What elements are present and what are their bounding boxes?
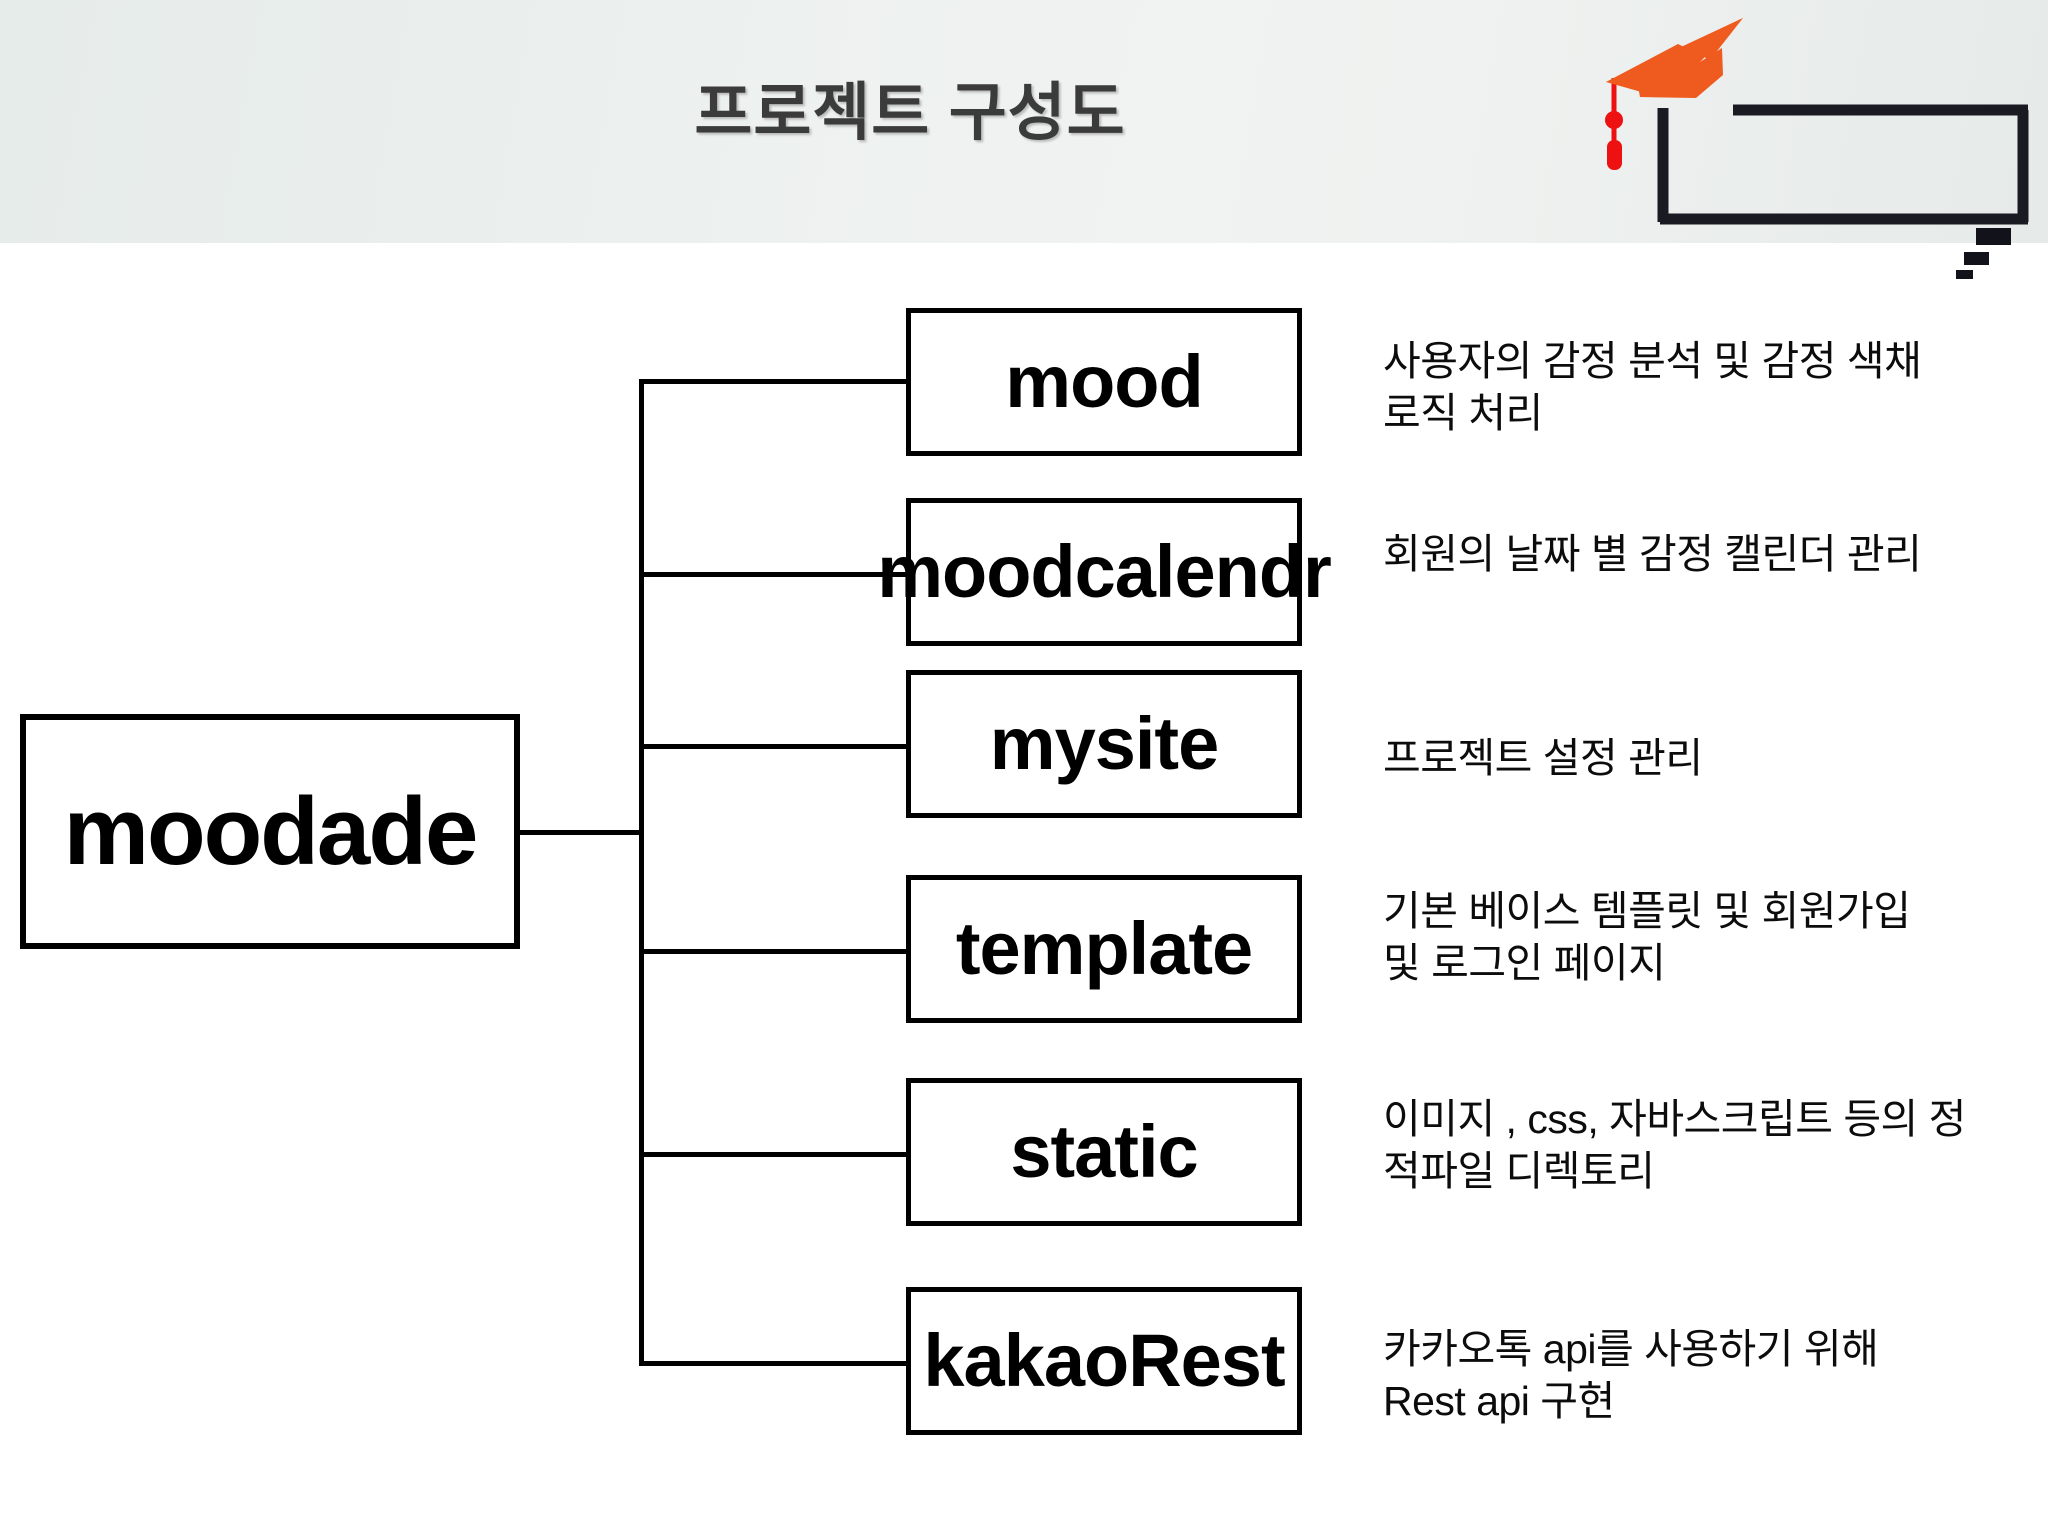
connector-trunk: [639, 381, 644, 1366]
connector-branch-kakaorest: [639, 1361, 909, 1366]
node-moodcalendr[interactable]: moodcalendr: [877, 498, 1332, 646]
graduation-decoration: [1600, 0, 2048, 290]
description-kakaorest: 카카오톡 api를 사용하기 위해 Rest api 구현: [1383, 1326, 1879, 1425]
node-kakaorest[interactable]: kakaoRest: [906, 1287, 1302, 1435]
connector-branch-moodcalendr: [639, 572, 909, 577]
node-label: kakaoRest: [923, 1319, 1285, 1402]
description-template: 기본 베이스 템플릿 및 회원가입 및 로그인 페이지: [1383, 888, 1911, 987]
connector-branch-template: [639, 949, 909, 954]
connector-branch-mysite: [639, 744, 909, 749]
node-mood[interactable]: mood: [906, 308, 1302, 456]
node-mysite[interactable]: mysite: [906, 670, 1302, 818]
node-template[interactable]: template: [906, 875, 1302, 1023]
description-moodcalendr: 회원의 날짜 별 감정 캘린더 관리: [1383, 531, 1922, 577]
node-label: mysite: [989, 702, 1219, 785]
node-root-moodade[interactable]: moodade: [20, 714, 520, 949]
node-label: static: [1010, 1110, 1198, 1193]
connector-branch-mood: [639, 379, 909, 384]
description-mood: 사용자의 감정 분석 및 감정 색채 로직 처리: [1383, 338, 1922, 437]
stair-blocks-icon: [1956, 228, 2011, 279]
connector-branch-static: [639, 1152, 909, 1157]
node-label: template: [955, 907, 1253, 990]
node-static[interactable]: static: [906, 1078, 1302, 1226]
graduation-cap-icon: [1606, 18, 1743, 98]
connector-root-to-trunk: [516, 830, 644, 835]
tassel-icon: [1605, 78, 1623, 170]
node-label: moodcalendr: [877, 530, 1332, 613]
description-mysite: 프로젝트 설정 관리: [1383, 735, 1703, 781]
page-title: 프로젝트 구성도: [694, 78, 1126, 148]
description-static: 이미지 , css, 자바스크립트 등의 정 적파일 디렉토리: [1383, 1096, 1966, 1195]
node-label: moodade: [63, 777, 479, 885]
node-label: mood: [1005, 340, 1203, 423]
diploma-board-icon: [1657, 104, 2029, 225]
